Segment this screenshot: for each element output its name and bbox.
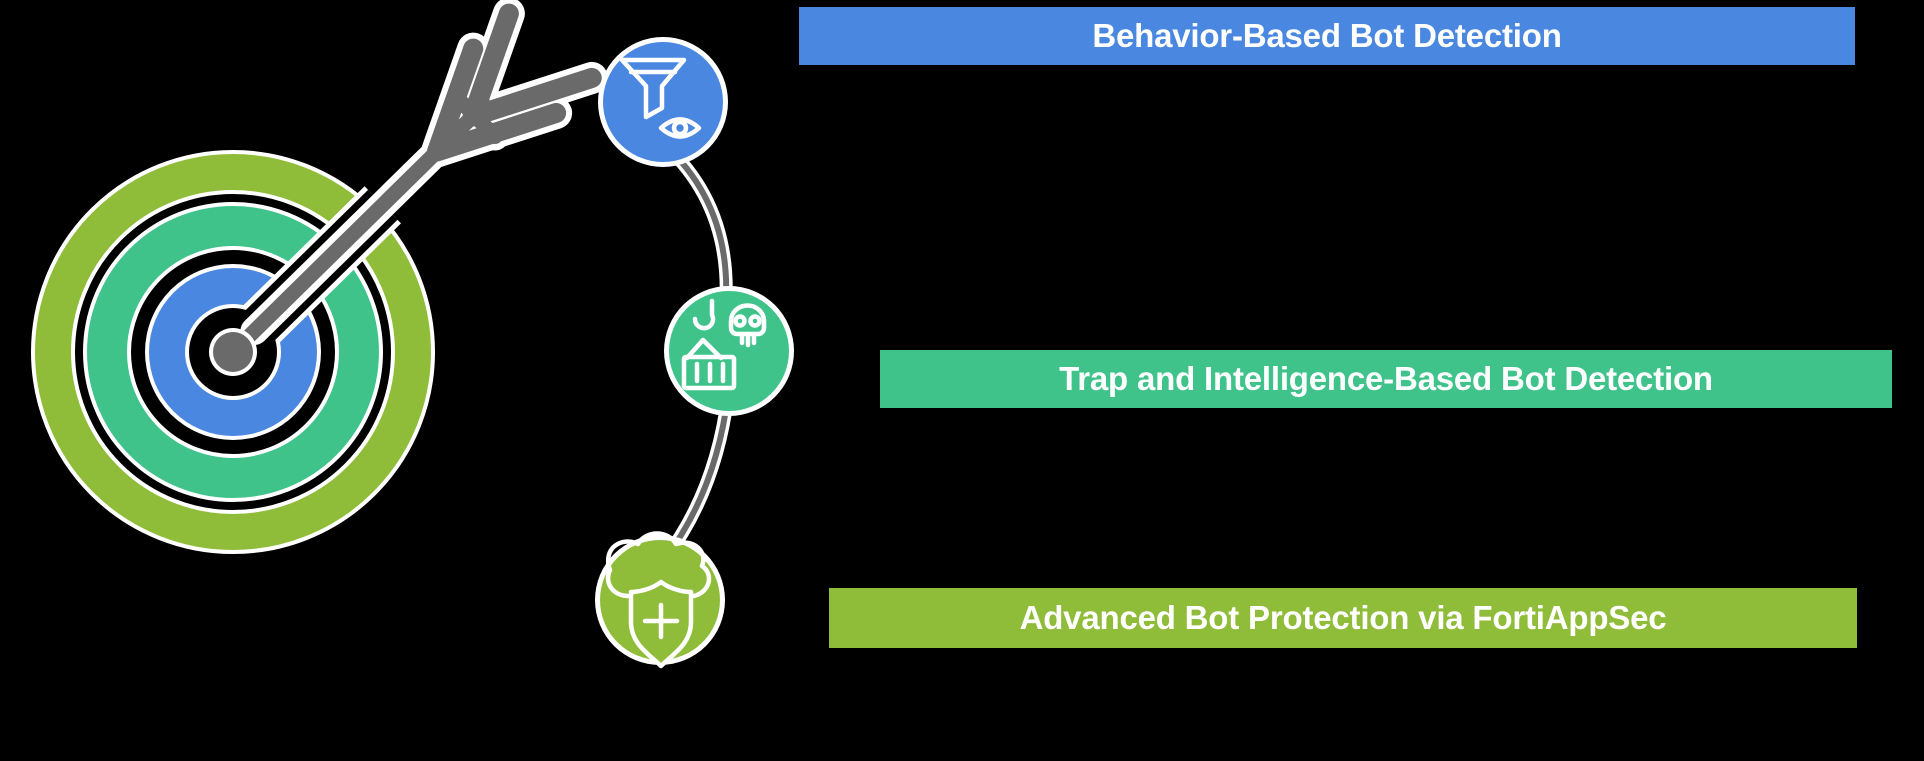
banner-trap-intelligence-bot-detection: Trap and Intelligence-Based Bot Detectio… [880,350,1892,408]
funnel-eye-icon [619,57,702,139]
cloud-shield-plus-icon [605,531,712,669]
banner-behavior-based-bot-detection: Behavior-Based Bot Detection [799,7,1855,65]
banner-advanced-bot-protection: Advanced Bot Protection via FortiAppSec [829,588,1857,648]
arrow-icon [209,0,608,376]
node-protection-circle [595,531,725,669]
node-behavior-circle [598,37,728,167]
node-trap-circle [664,286,794,416]
crane-hook-skull-container-icon [681,298,767,391]
